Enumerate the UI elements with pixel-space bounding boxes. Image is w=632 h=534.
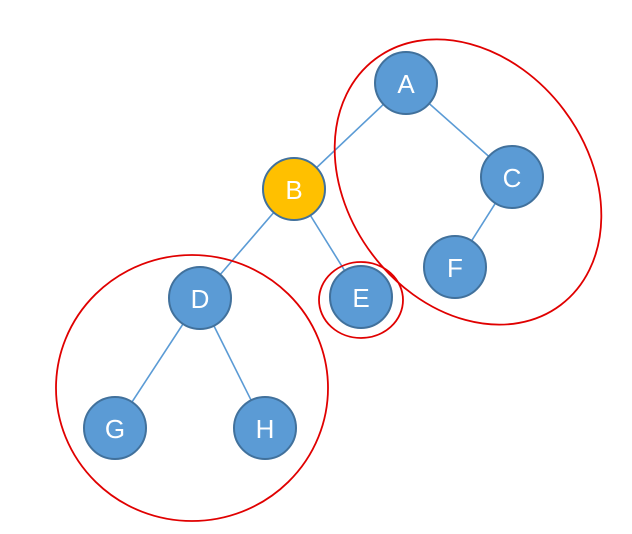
node-b: B (262, 157, 326, 221)
groups-layer (55, 38, 603, 522)
group-dgh-outline (55, 254, 329, 522)
node-circle (233, 396, 297, 460)
node-circle (423, 235, 487, 299)
node-a: A (374, 51, 438, 115)
node-d: D (168, 266, 232, 330)
node-g: G (83, 396, 147, 460)
node-circle (480, 145, 544, 209)
node-circle (374, 51, 438, 115)
node-label: A (397, 69, 415, 99)
node-label: B (285, 175, 302, 205)
node-label: E (352, 283, 369, 313)
nodes-layer: A B C D E F G H (83, 51, 544, 460)
node-e: E (329, 265, 393, 329)
node-label: D (191, 284, 210, 314)
group-e-outline (318, 261, 404, 339)
node-label: H (256, 414, 275, 444)
node-circle (168, 266, 232, 330)
node-h: H (233, 396, 297, 460)
group-acf-outline (333, 38, 603, 326)
node-circle (83, 396, 147, 460)
node-label: C (503, 163, 522, 193)
node-c: C (480, 145, 544, 209)
node-f: F (423, 235, 487, 299)
node-circle (329, 265, 393, 329)
node-circle (262, 157, 326, 221)
node-label: G (105, 414, 125, 444)
node-label: F (447, 253, 463, 283)
